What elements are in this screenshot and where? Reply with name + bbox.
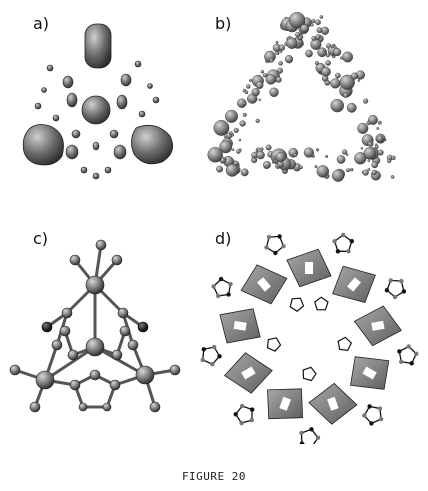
panel-label-c: c) xyxy=(33,229,49,248)
panel-label-b: b) xyxy=(215,14,232,33)
panel-d-polyhedral-ring-image xyxy=(200,232,419,444)
figure-caption: FIGURE 20 xyxy=(181,470,247,483)
panel-a-isosurface-image xyxy=(22,23,174,180)
panel-label-a: a) xyxy=(33,14,50,33)
panel-b-isosurface-image xyxy=(207,11,396,182)
panel-label-d: d) xyxy=(215,229,232,248)
panel-c-ball-and-stick-image xyxy=(9,239,181,413)
